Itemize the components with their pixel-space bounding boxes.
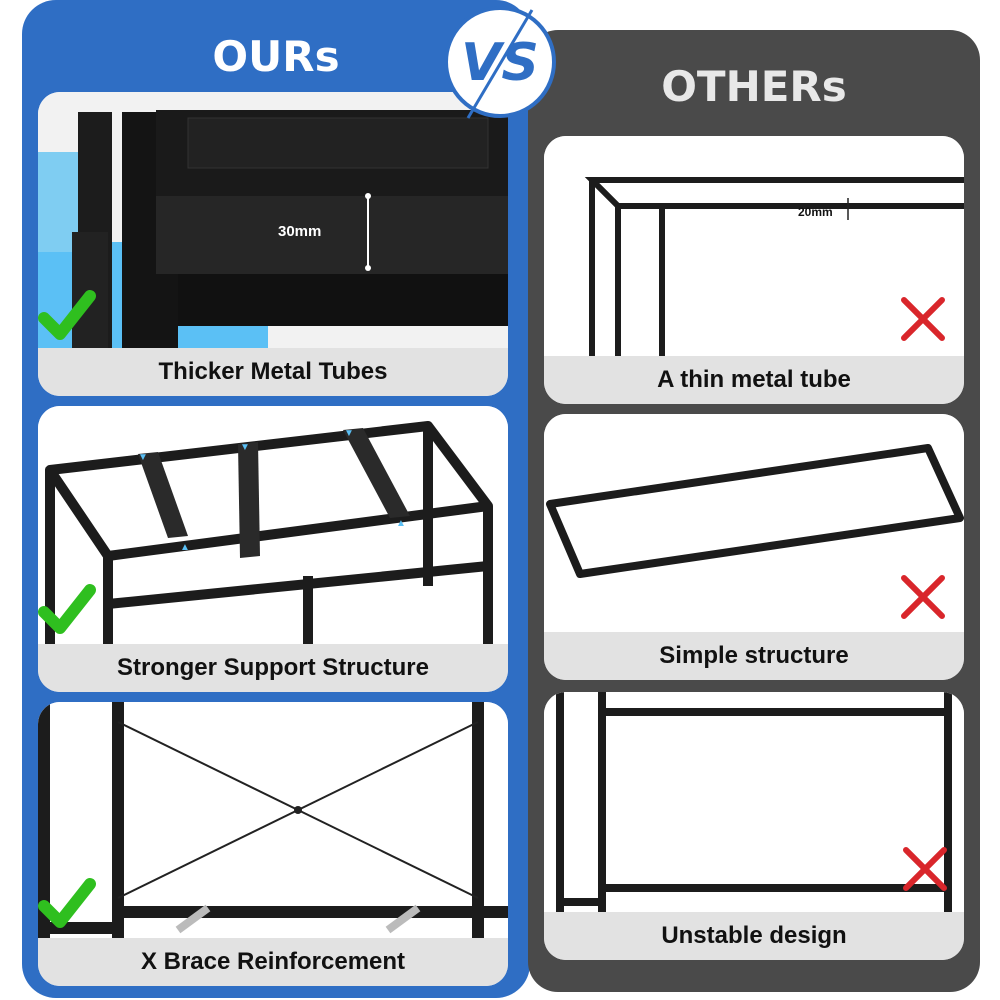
thick-tube-image: 30mm [38, 92, 508, 348]
others-title: OTHERs [661, 62, 847, 111]
svg-text:▼: ▼ [344, 428, 354, 439]
red-x-icon [903, 847, 947, 891]
simple-frame-image [544, 414, 964, 632]
ours-caption-3: X Brace Reinforcement [38, 938, 508, 986]
svg-text:▼: ▼ [240, 442, 250, 453]
ours-card-thicker-tubes: 30mm Thicker Metal Tubes [38, 92, 508, 396]
green-check-icon [38, 584, 96, 634]
ours-caption-1: Thicker Metal Tubes [38, 348, 508, 396]
svg-text:▼: ▼ [138, 452, 148, 463]
others-card-simple-structure: Simple structure [544, 414, 964, 680]
red-x-icon [901, 575, 945, 619]
red-x-icon [901, 297, 945, 341]
others-caption-3: Unstable design [544, 912, 964, 960]
others-caption-1: A thin metal tube [544, 356, 964, 404]
svg-text:▲: ▲ [180, 542, 190, 553]
ours-title: OURs [212, 32, 340, 81]
ours-card-support-structure: ▼ ▼ ▼ ▲ ▲ Stronger Support Structure [38, 406, 508, 692]
unstable-frame-image [544, 692, 964, 912]
green-check-icon [38, 878, 96, 928]
others-card-thin-tube: 20mm A thin metal tube [544, 136, 964, 404]
ours-card-x-brace: X Brace Reinforcement [38, 702, 508, 986]
measure-30mm: 30mm [278, 223, 321, 240]
x-brace-image [38, 702, 508, 938]
others-card-unstable-design: Unstable design [544, 692, 964, 960]
versus-badge: VS [444, 6, 556, 119]
measure-20mm: 20mm [798, 205, 833, 219]
support-frame-image: ▼ ▼ ▼ ▲ ▲ [38, 406, 508, 644]
others-caption-2: Simple structure [544, 632, 964, 680]
green-check-icon [38, 290, 96, 340]
ours-caption-2: Stronger Support Structure [38, 644, 508, 692]
others-column: OTHERs 20mm A thin metal tube [528, 30, 980, 992]
thin-tube-image: 20mm [544, 136, 964, 356]
svg-text:▲: ▲ [396, 518, 406, 529]
ours-column: OURs 30mm [22, 0, 530, 998]
